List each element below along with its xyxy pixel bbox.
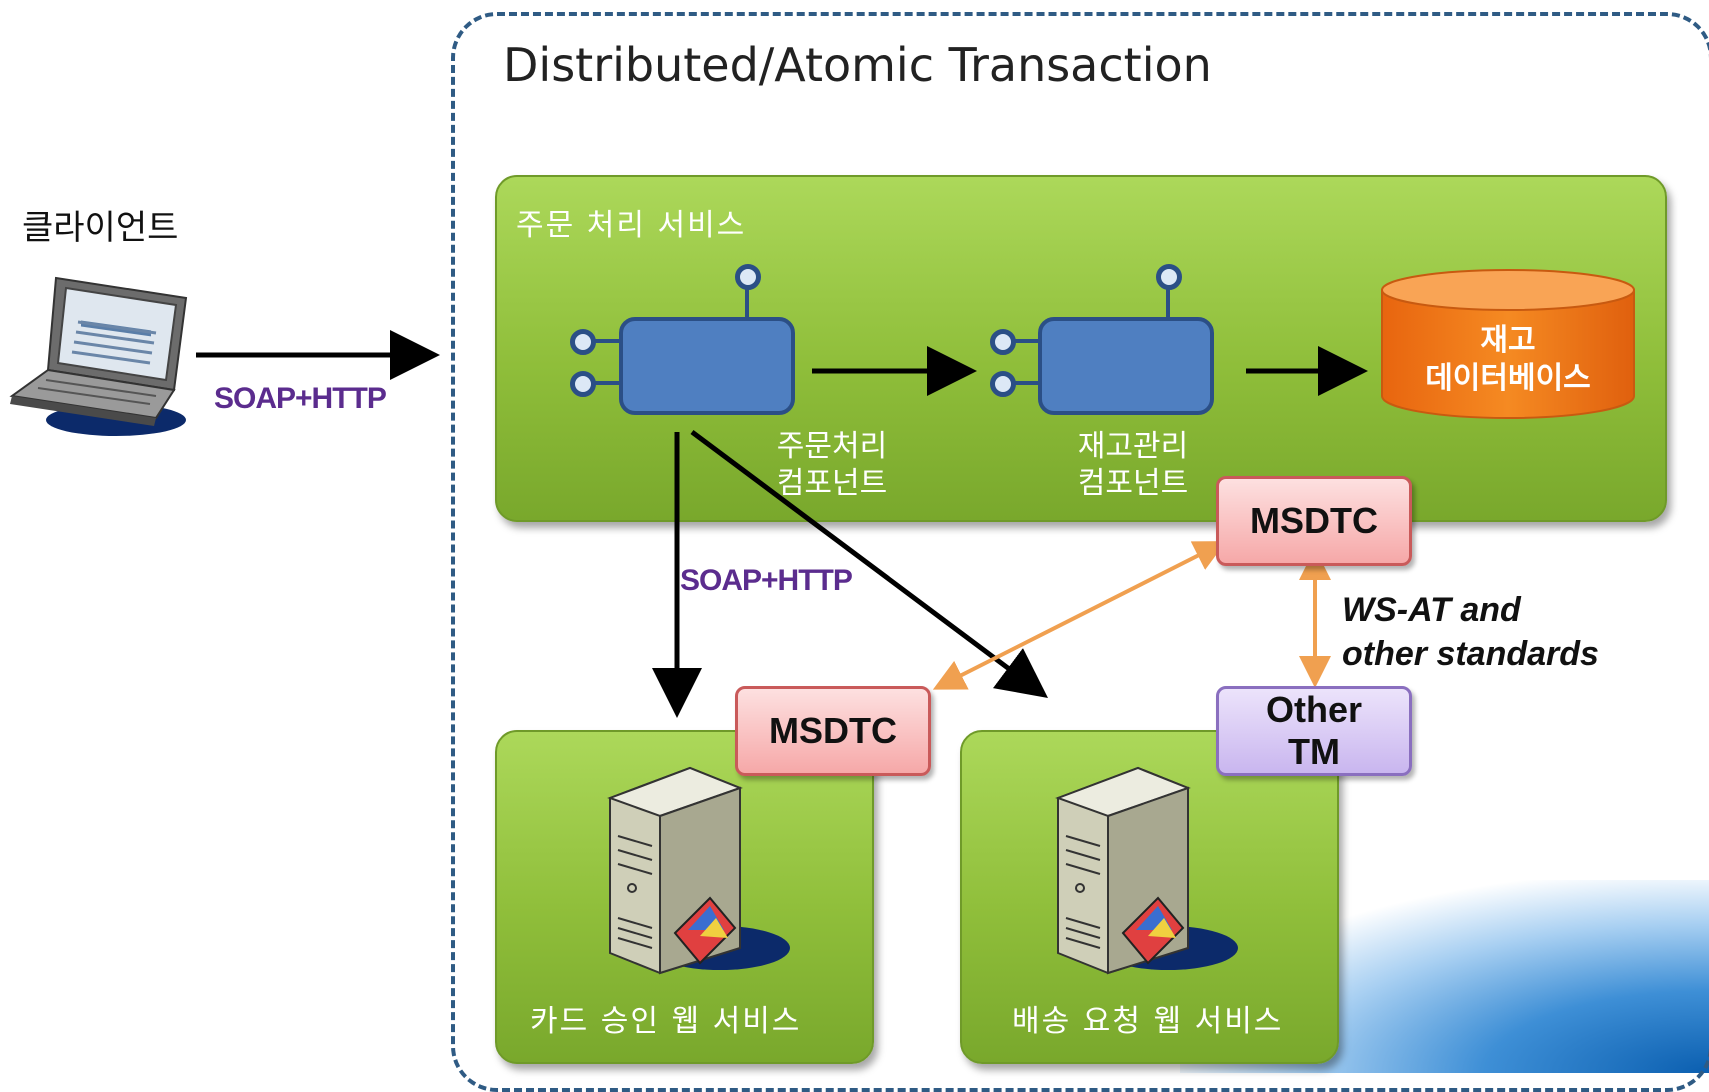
inventory-component-pin-line-2 [1010, 381, 1040, 385]
inventory-component-label: 재고관리 컴포넌트 [1077, 429, 1189, 501]
order-component-pin-line-1 [590, 339, 620, 343]
arrow-order-to-shipping [690, 429, 1049, 698]
inventory-component-pin-1 [990, 329, 1016, 355]
server-icon-card [607, 766, 790, 975]
order-component-pin-top [735, 264, 761, 290]
transaction-boundary-title: Distributed/Atomic Transaction [503, 38, 1212, 92]
order-component-pin-line-2 [590, 381, 620, 385]
order-component-pin-1 [570, 329, 596, 355]
order-processing-component [619, 317, 795, 415]
inventory-component-pin-line-top [1166, 284, 1170, 318]
order-service-title: 주문 처리 서비스 [516, 208, 747, 243]
laptop-icon [9, 276, 188, 436]
inventory-component-pin-top [1156, 264, 1182, 290]
soap-http-label-client: SOAP+HTTP [214, 382, 387, 415]
inventory-management-component [1038, 317, 1214, 415]
soap-http-label-services: SOAP+HTTP [680, 564, 853, 597]
inventory-database-icon [1381, 269, 1635, 419]
msdtc-box-card-service: MSDTC [735, 686, 931, 776]
order-component-label: 주문처리 컴포넌트 [776, 429, 888, 501]
order-component-pin-2 [570, 371, 596, 397]
card-approval-service-title: 카드 승인 웹 서비스 [530, 1004, 802, 1039]
other-tm-box: Other TM [1216, 686, 1412, 776]
ws-at-note: WS-AT and other standards [1342, 591, 1599, 673]
msdtc-box-order-service: MSDTC [1216, 476, 1412, 566]
inventory-component-pin-line-1 [1010, 339, 1040, 343]
order-component-pin-line-top [745, 284, 749, 318]
arrow-msdtc-bidirectional [932, 541, 1227, 690]
inventory-database-label: 재고 데이터베이스 [1425, 323, 1591, 396]
inventory-component-pin-2 [990, 371, 1016, 397]
server-icon-shipping [1055, 766, 1238, 975]
client-label: 클라이언트 [22, 208, 179, 248]
shipping-request-service-title: 배송 요청 웹 서비스 [1012, 1004, 1284, 1039]
